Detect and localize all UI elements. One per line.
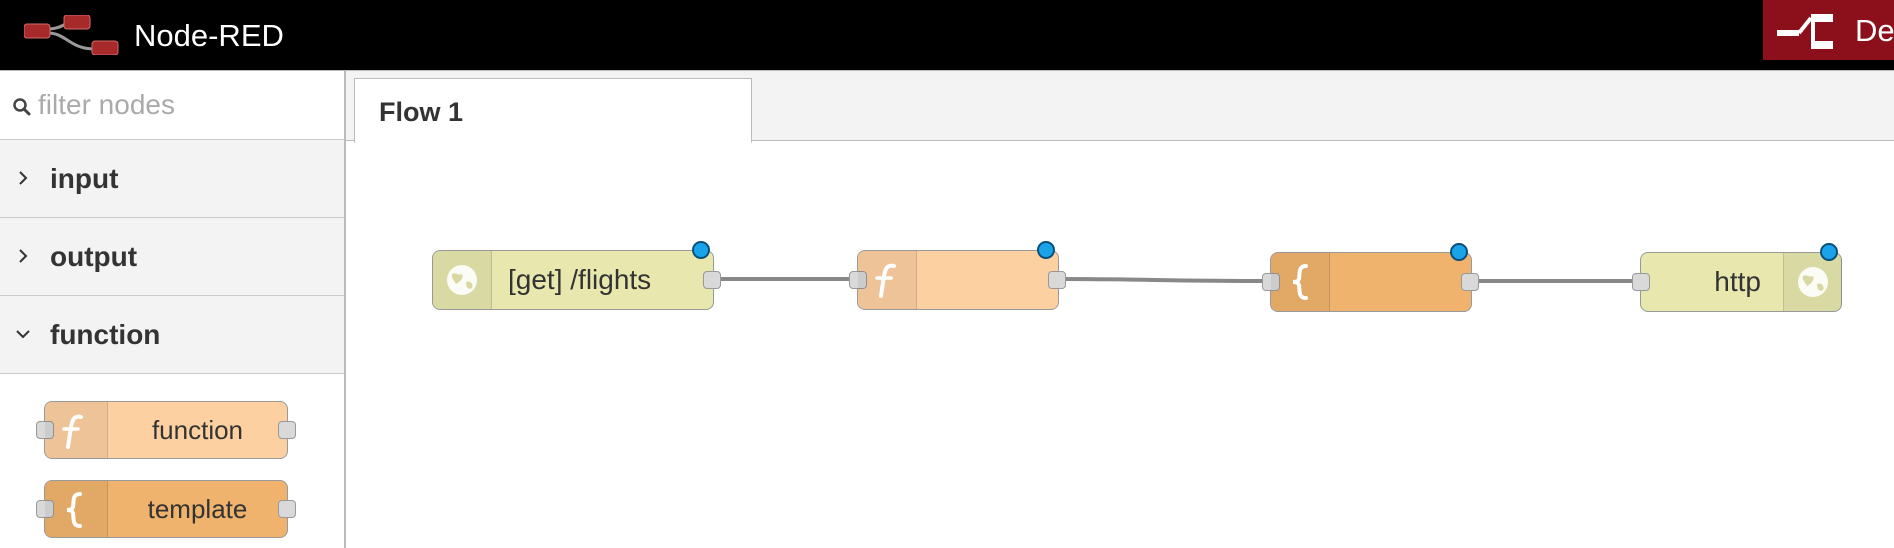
category-label: function <box>50 319 161 350</box>
input-port <box>1632 273 1650 291</box>
category-input[interactable]: input <box>0 140 344 218</box>
palette-filter <box>0 71 344 140</box>
node-label: [get] /flights <box>508 264 652 295</box>
node-icon-box <box>45 402 108 458</box>
flow-node-template[interactable] <box>1262 243 1479 312</box>
tab-bar: Flow 1 <box>346 71 1894 143</box>
globe-icon <box>1798 267 1828 297</box>
category-output[interactable]: output <box>0 218 344 296</box>
search-icon <box>13 98 31 116</box>
node-label: function <box>151 415 244 445</box>
category-label: input <box>50 163 119 194</box>
deploy-label: Deploy <box>1855 13 1894 48</box>
output-port <box>1048 271 1066 289</box>
changed-indicator-icon <box>1820 243 1838 261</box>
tab-flow-1[interactable]: Flow 1 <box>354 78 752 143</box>
output-port <box>703 271 721 289</box>
input-port <box>36 500 54 518</box>
template-braces-icon <box>1292 264 1308 300</box>
input-port <box>1262 273 1280 291</box>
chevron-down-icon <box>16 330 30 339</box>
workspace: Flow 1 [get] /flights <box>346 71 1894 548</box>
output-port <box>278 421 296 439</box>
changed-indicator-icon <box>692 241 710 259</box>
chevron-right-icon <box>19 171 28 185</box>
node-icon-box <box>433 251 492 309</box>
node-red-logo-icon <box>24 15 119 55</box>
palette-node-template[interactable]: template <box>36 480 296 538</box>
wires-layer <box>720 277 1640 283</box>
flow-node-function[interactable] <box>849 241 1066 310</box>
node-icon-box <box>1783 253 1842 311</box>
changed-indicator-icon <box>1450 243 1468 261</box>
chevron-right-icon <box>19 249 28 263</box>
globe-icon <box>447 265 477 295</box>
output-port <box>278 500 296 518</box>
header-bar: Node-RED Deploy <box>0 0 1894 70</box>
flow-node-http-in[interactable]: [get] /flights <box>432 241 721 310</box>
changed-indicator-icon <box>1037 241 1055 259</box>
node-palette: input output function function <box>0 71 346 548</box>
tab-label: Flow 1 <box>379 97 464 127</box>
wire <box>1056 277 1271 283</box>
palette-node-function[interactable]: function <box>36 401 296 459</box>
category-function[interactable]: function <box>0 296 344 374</box>
template-braces-icon <box>66 492 82 528</box>
node-icon-box <box>45 481 108 537</box>
deploy-button[interactable]: Deploy <box>1763 0 1894 60</box>
node-label: template <box>147 494 248 524</box>
function-icon <box>62 414 83 449</box>
input-port <box>36 421 54 439</box>
flow-canvas[interactable]: [get] /flights <box>346 141 1894 548</box>
node-label: http <box>1714 266 1761 297</box>
app-title: Node-RED <box>134 18 284 53</box>
node-icon-box <box>1271 253 1330 311</box>
input-port <box>849 271 867 289</box>
output-port <box>1461 273 1479 291</box>
filter-nodes-input[interactable] <box>38 87 328 123</box>
function-icon <box>875 263 896 298</box>
header-divider <box>0 70 1894 71</box>
deploy-icon <box>1777 14 1833 49</box>
node-icon-box <box>858 251 917 309</box>
category-label: output <box>50 241 138 272</box>
flow-node-http-response[interactable]: http <box>1632 243 1842 312</box>
